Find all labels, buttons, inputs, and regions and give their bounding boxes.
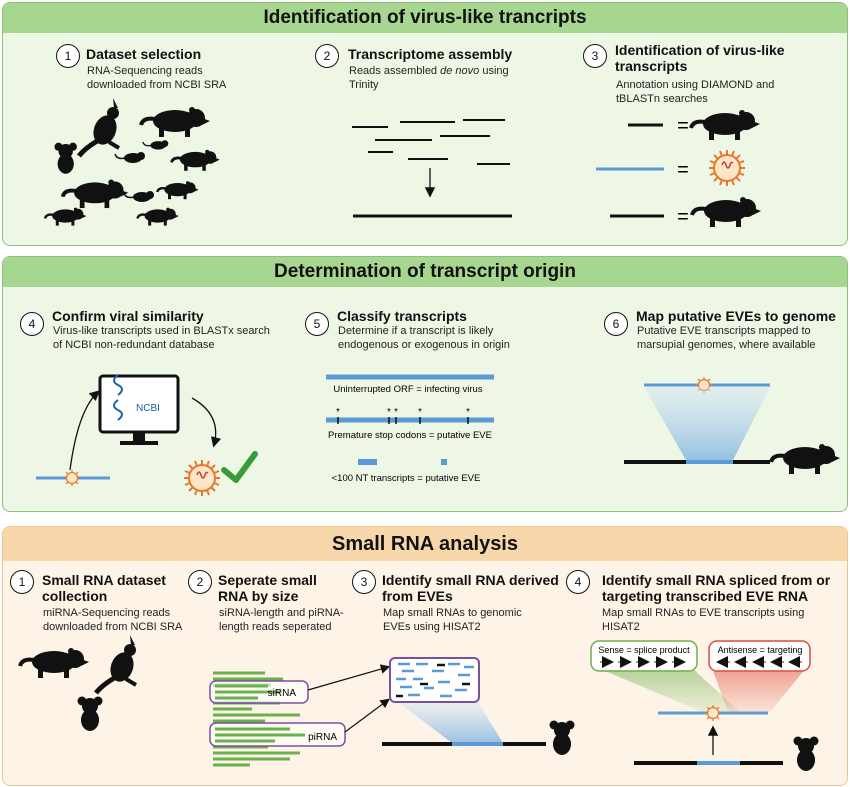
virus-icon — [183, 459, 221, 497]
arrow-icon — [191, 397, 222, 448]
step-title: Small RNA dataset collection — [42, 572, 166, 604]
step-number: 1 — [10, 570, 34, 594]
stop-codon-mark: * — [394, 407, 398, 418]
step-title: Identify small RNA derived from EVEs — [382, 572, 559, 604]
step-title: Seperate small RNA by size — [218, 572, 317, 604]
step-description: miRNA-Sequencing reads downloaded from N… — [43, 607, 183, 633]
marsupial-silhouette-icon — [689, 108, 762, 142]
step-number: 3 — [583, 44, 607, 68]
step-number: 1 — [56, 44, 80, 68]
marsupial-silhouette-icon — [96, 635, 137, 693]
marsupial-silhouette-icon — [769, 442, 842, 476]
checkmark-icon — [221, 451, 258, 483]
antisense-label: Antisense = targeting — [718, 645, 803, 655]
assembly-reads — [352, 119, 510, 165]
equals-sign: = — [677, 159, 689, 181]
step-number: 2 — [188, 570, 212, 594]
computer-icon: NCBI — [98, 374, 180, 445]
equals-sign: = — [677, 206, 689, 228]
marsupial-silhouette-icon — [549, 720, 575, 755]
marsupial-silhouette-icon — [77, 696, 103, 731]
virus-icon — [704, 704, 722, 722]
step-description: Putative EVE transcripts mapped to marsu… — [637, 325, 816, 351]
arrow-icon — [69, 390, 100, 471]
step-number: 3 — [352, 570, 376, 594]
step-description: siRNA-length and piRNA-length reads sepe… — [219, 607, 344, 633]
step-title: Transcriptome assembly — [348, 46, 513, 62]
ncbi-logo-text: NCBI — [136, 403, 160, 414]
step-title: Dataset selection — [86, 46, 202, 62]
section-title: Small RNA analysis — [3, 527, 847, 561]
step-description: Virus-like transcripts used in BLASTx se… — [53, 325, 270, 351]
short-transcript-label: <100 NT transcripts = putative EVE — [332, 473, 481, 484]
step-description: Reads assembled de novo using Trinity — [349, 65, 509, 91]
stop-codon-mark: * — [387, 407, 391, 418]
section-small-rna: Small RNA analysis — [2, 526, 848, 786]
marsupial-silhouette-icon — [690, 195, 763, 229]
step-description: Map small RNAs to EVE transcripts using … — [602, 607, 805, 633]
equals-sign: = — [677, 115, 689, 137]
step-number: 2 — [315, 44, 339, 68]
pirna-label: piRNA — [308, 732, 337, 743]
marsupial-silhouette-icon — [793, 736, 819, 771]
step-description: RNA-Sequencing reads downloaded from NCB… — [87, 65, 227, 91]
step-title: Confirm viral similarity — [52, 308, 204, 324]
stop-codon-mark: * — [418, 407, 422, 418]
mapped-reads — [396, 662, 474, 698]
virus-icon — [63, 469, 81, 487]
section-title: Identification of virus-like trancripts — [3, 3, 847, 33]
step-number: 6 — [604, 312, 628, 336]
step-title: Classify transcripts — [337, 308, 467, 324]
step-description: Determine if a transcript is likely endo… — [338, 325, 510, 351]
step-number: 4 — [20, 312, 44, 336]
arrow-icon — [344, 698, 390, 733]
section-title: Determination of transcript origin — [3, 257, 847, 287]
step-number: 4 — [566, 570, 590, 594]
marsupial-silhouette-icon — [18, 646, 91, 680]
step-title: Identify small RNA spliced from or targe… — [602, 572, 831, 604]
stop-codon-mark: * — [336, 407, 340, 418]
stop-codon-label: Premature stop codons = putative EVE — [328, 430, 492, 441]
step-description: Annotation using DIAMOND and tBLASTn sea… — [616, 79, 775, 105]
step-number: 5 — [305, 312, 329, 336]
step-description: Map small RNAs to genomic EVEs using HIS… — [383, 607, 522, 633]
stop-codon-mark: * — [466, 407, 470, 418]
orf-label: Uninterrupted ORF = infecting virus — [333, 384, 482, 395]
virus-icon — [708, 149, 746, 187]
sense-label: Sense = splice product — [598, 645, 690, 655]
marsupial-silhouette-icon — [43, 98, 222, 227]
arrow-icon — [307, 664, 391, 691]
step-title: Identification of virus-like transcripts — [615, 42, 785, 74]
step-title: Map putative EVEs to genome — [636, 308, 836, 324]
sirna-label: siRNA — [268, 688, 297, 699]
